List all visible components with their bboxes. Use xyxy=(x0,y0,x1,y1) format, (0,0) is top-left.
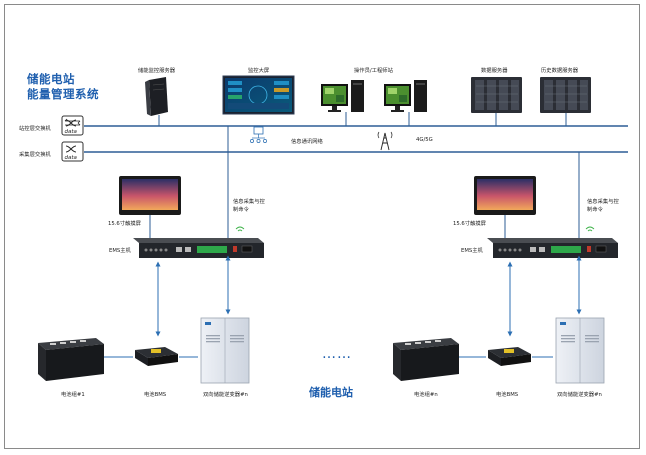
big-screen-label: 监控大屏 xyxy=(248,68,270,74)
data-server-icon xyxy=(471,77,522,113)
more-units-ellipsis: …… xyxy=(322,346,352,362)
cellular-label: 4G/5G xyxy=(416,137,433,143)
unit1-wireless-icon xyxy=(235,226,245,232)
unit1-ems-label: EMS主机 xyxy=(109,248,131,254)
big-screen-icon xyxy=(222,75,295,115)
unit2-wireless-icon xyxy=(585,226,595,232)
network-gateway-icon xyxy=(250,126,267,143)
unit2-collect-ctrl-label: 信息采集与控制命令 xyxy=(587,199,619,213)
unit2-touchscreen-icon xyxy=(474,176,536,215)
unit2-bms-label: 电池BMS xyxy=(496,392,519,398)
unit1-bms-label: 电池BMS xyxy=(144,392,167,398)
unit1-battery-pack-icon xyxy=(38,338,104,381)
station-switch-label: 站控层交换机 xyxy=(19,126,51,132)
station-bottom-label: 储能电站 xyxy=(309,386,353,399)
unit2-battery-pack-icon xyxy=(393,338,459,381)
unit2-pcs-cabinet-icon xyxy=(555,317,605,384)
unit1-pcs-label: 双向储能逆变器#n xyxy=(203,392,248,398)
unit1-battery-label: 电池组#1 xyxy=(61,392,85,398)
history-server-label: 历史数据服务器 xyxy=(541,68,579,74)
station-switch-icon-text: data xyxy=(65,129,78,135)
collect-switch-icon-text: data xyxy=(65,155,78,161)
unit1-collect-ctrl-label: 信息采集与控制命令 xyxy=(233,199,265,213)
monitor-server-label: 储能监控服务器 xyxy=(138,68,176,74)
unit1-touchscreen-icon xyxy=(119,176,181,215)
unit1-bms-icon xyxy=(135,347,178,366)
unit2-ems-host-icon xyxy=(487,238,618,258)
monitor-server-icon xyxy=(145,77,168,116)
unit1-ems-host-icon xyxy=(133,238,264,258)
diagram-title-line1: 储能电站 xyxy=(27,72,75,86)
unit2-touchscreen-label: 15.6寸触摸屏 xyxy=(453,221,486,227)
unit2-battery-label: 电池组#n xyxy=(414,392,438,398)
unit2-ems-label: EMS主机 xyxy=(461,248,483,254)
diagram-frame xyxy=(4,4,640,449)
unit1-pcs-cabinet-icon xyxy=(200,317,250,384)
collect-switch-icon xyxy=(61,141,84,162)
unit1-touchscreen-label: 15.6寸触摸屏 xyxy=(108,221,141,227)
unit2-pcs-label: 双向储能逆变器#n xyxy=(557,392,602,398)
data-server-label: 数据服务器 xyxy=(481,68,508,74)
collect-switch-label: 采集层交换机 xyxy=(19,152,51,158)
workstation-label: 操作员/工程师站 xyxy=(354,68,393,74)
workstation-2-icon xyxy=(384,80,427,112)
history-server-icon xyxy=(540,77,591,113)
station-switch-icon xyxy=(61,115,84,136)
unit2-bms-icon xyxy=(488,347,531,366)
workstation-1-icon xyxy=(321,80,364,112)
diagram-title-line2: 能量管理系统 xyxy=(27,87,99,101)
comm-network-label: 信息通讯网络 xyxy=(291,139,323,145)
cell-tower-icon xyxy=(377,131,393,151)
